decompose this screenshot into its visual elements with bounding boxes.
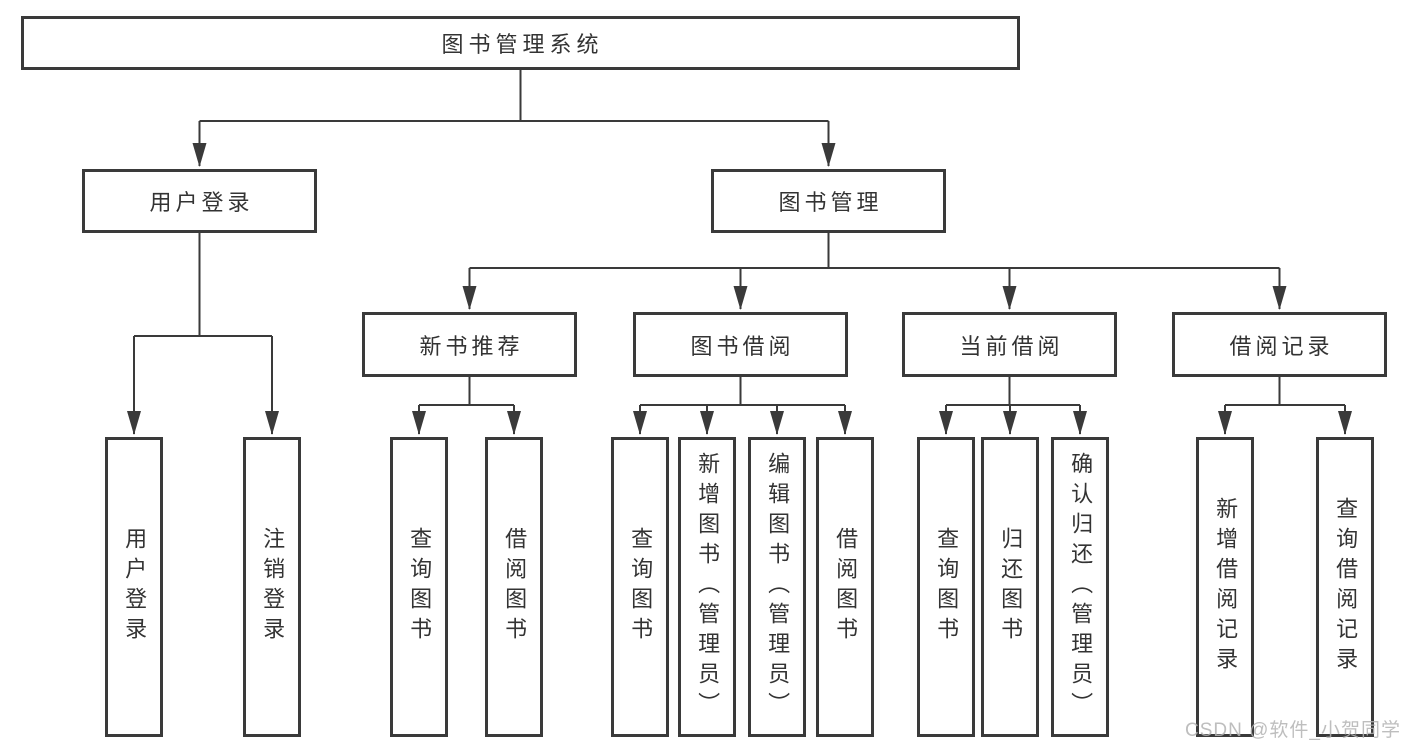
leaf-label: 新增借阅记录 — [1213, 497, 1239, 677]
leaf-label: 借阅图书 — [502, 527, 528, 647]
leaf-label: 查询图书 — [934, 527, 960, 647]
csdn-watermark: CSDN @软件_小贺同学 — [1185, 720, 1401, 741]
leaf-borrow-books-2: 借阅图书 — [816, 437, 874, 737]
leaf-return-books: 归还图书 — [981, 437, 1039, 737]
leaf-label: 用户登录 — [122, 527, 148, 647]
node-book-borrow: 图书借阅 — [633, 312, 848, 377]
node-borrow-records: 借阅记录 — [1172, 312, 1387, 377]
leaf-query-books-1: 查询图书 — [390, 437, 448, 737]
leaf-query-books-3: 查询图书 — [917, 437, 975, 737]
leaf-add-borrow-record: 新增借阅记录 — [1196, 437, 1254, 737]
leaf-logout: 注销登录 — [243, 437, 301, 737]
leaf-query-books-2: 查询图书 — [611, 437, 669, 737]
leaf-label: 注销登录 — [260, 527, 286, 647]
node-book-management-branch: 图书管理 — [711, 169, 946, 233]
leaf-label: 新增图书（管理员） — [695, 452, 721, 722]
leaf-label: 归还图书 — [998, 527, 1024, 647]
node-current-borrow: 当前借阅 — [902, 312, 1117, 377]
node-root-system: 图书管理系统 — [21, 16, 1020, 70]
leaf-borrow-books-1: 借阅图书 — [485, 437, 543, 737]
leaf-query-borrow-record: 查询借阅记录 — [1316, 437, 1374, 737]
leaf-add-books-admin: 新增图书（管理员） — [678, 437, 736, 737]
leaf-label: 借阅图书 — [833, 527, 859, 647]
node-user-login-branch: 用户登录 — [82, 169, 317, 233]
leaf-label: 确认归还（管理员） — [1068, 452, 1094, 722]
leaf-label: 查询图书 — [628, 527, 654, 647]
node-new-book-recommend: 新书推荐 — [362, 312, 577, 377]
leaf-label: 查询借阅记录 — [1333, 497, 1359, 677]
leaf-label: 编辑图书（管理员） — [765, 452, 791, 722]
leaf-edit-books-admin: 编辑图书（管理员） — [748, 437, 806, 737]
leaf-user-login: 用户登录 — [105, 437, 163, 737]
leaf-label: 查询图书 — [407, 527, 433, 647]
leaf-confirm-return-admin: 确认归还（管理员） — [1051, 437, 1109, 737]
